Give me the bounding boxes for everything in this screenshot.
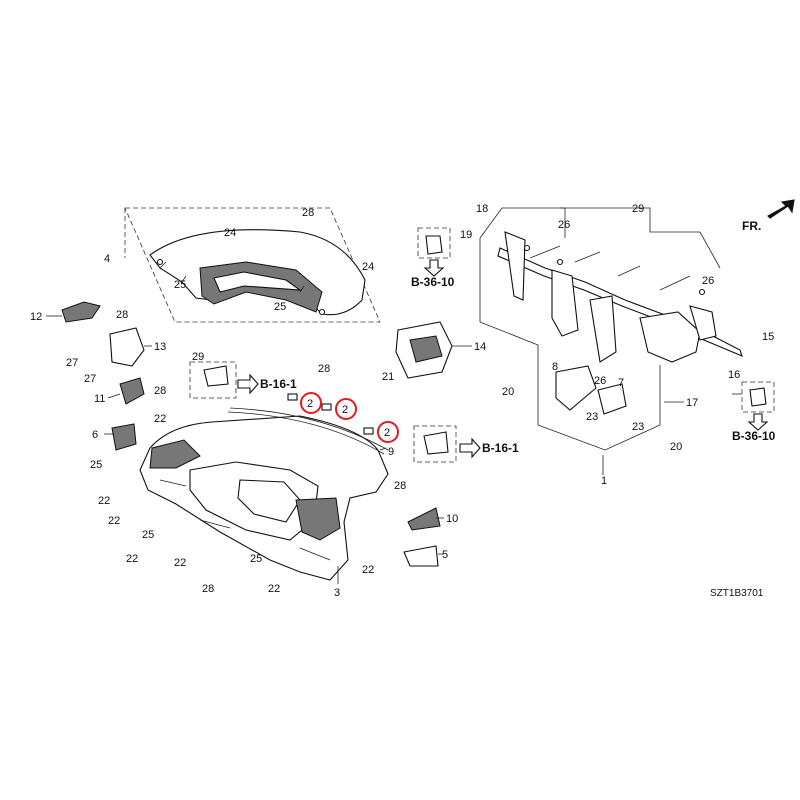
callout-19: 19 bbox=[460, 229, 472, 241]
callout-2: 2 bbox=[342, 404, 348, 416]
clip-2a bbox=[287, 393, 298, 401]
front-direction-label: FR. bbox=[742, 219, 761, 233]
leader-lines bbox=[46, 315, 742, 584]
callout-1: 1 bbox=[601, 475, 607, 487]
clip-2c bbox=[363, 427, 374, 435]
callout-22: 22 bbox=[108, 515, 120, 527]
part-5-cover bbox=[403, 545, 439, 567]
callout-25: 25 bbox=[274, 301, 286, 313]
highlight-circle bbox=[335, 398, 357, 420]
callout-23: 23 bbox=[586, 411, 598, 423]
arrow-down-icon bbox=[423, 259, 445, 277]
callout-29: 29 bbox=[632, 203, 644, 215]
callout-28: 28 bbox=[302, 207, 314, 219]
callout-22: 22 bbox=[362, 564, 374, 576]
ref-part-lower bbox=[423, 431, 449, 455]
callout-29: 29 bbox=[192, 351, 204, 363]
part-13-vent bbox=[109, 327, 145, 367]
part-6-vent bbox=[111, 423, 137, 451]
callout-22: 22 bbox=[154, 413, 166, 425]
callout-6: 6 bbox=[92, 429, 98, 441]
callout-26: 26 bbox=[558, 219, 570, 231]
callout-15: 15 bbox=[762, 331, 774, 343]
part-12-vent bbox=[61, 301, 101, 323]
ref-clip-right bbox=[749, 387, 767, 407]
callout-25: 25 bbox=[174, 279, 186, 291]
reference-label: B-36-10 bbox=[732, 429, 776, 443]
callout-3: 3 bbox=[334, 587, 340, 599]
highlight-circle bbox=[300, 392, 322, 414]
small-parts bbox=[61, 235, 767, 567]
ref-part-upper bbox=[203, 365, 229, 387]
callout-28: 28 bbox=[154, 385, 166, 397]
callout-8: 8 bbox=[552, 361, 558, 373]
callout-26: 26 bbox=[594, 375, 606, 387]
callout-17: 17 bbox=[686, 397, 698, 409]
callout-9: 9 bbox=[388, 446, 394, 458]
callout-28: 28 bbox=[202, 583, 214, 595]
callout-10: 10 bbox=[446, 513, 458, 525]
callout-28: 28 bbox=[318, 363, 330, 375]
instrument-panel bbox=[139, 407, 389, 581]
callout-27: 27 bbox=[84, 373, 96, 385]
callout-11: 11 bbox=[94, 393, 105, 405]
callout-22: 22 bbox=[126, 553, 138, 565]
callout-2: 2 bbox=[384, 427, 390, 439]
callout-20: 20 bbox=[670, 441, 682, 453]
callout-25: 25 bbox=[142, 529, 154, 541]
highlight-markers bbox=[300, 392, 399, 443]
arrow-right-icon bbox=[237, 373, 259, 395]
part-10-cover bbox=[407, 507, 441, 531]
callout-22: 22 bbox=[98, 495, 110, 507]
callout-14: 14 bbox=[474, 341, 486, 353]
callout-12: 12 bbox=[30, 311, 42, 323]
callout-23: 23 bbox=[632, 421, 644, 433]
callout-22: 22 bbox=[174, 557, 186, 569]
part-11-bracket bbox=[119, 377, 145, 405]
catalog-code: SZT1B3701 bbox=[710, 588, 764, 599]
clip-2b bbox=[321, 403, 332, 411]
callout-25: 25 bbox=[250, 553, 262, 565]
callout-22: 22 bbox=[268, 583, 280, 595]
callout-24: 24 bbox=[224, 227, 236, 239]
callout-16: 16 bbox=[728, 369, 740, 381]
callout-24: 24 bbox=[362, 261, 374, 273]
callout-5: 5 bbox=[442, 549, 448, 561]
callout-4: 4 bbox=[104, 253, 110, 265]
callout-27: 27 bbox=[66, 357, 78, 369]
arrow-right-icon bbox=[459, 437, 481, 459]
callout-28: 28 bbox=[394, 480, 406, 492]
highlight-circle bbox=[377, 421, 399, 443]
callout-18: 18 bbox=[476, 203, 488, 215]
part-8-bracket bbox=[555, 365, 597, 411]
callout-7: 7 bbox=[618, 377, 624, 389]
callout-21: 21 bbox=[382, 371, 394, 383]
callout-25: 25 bbox=[90, 459, 102, 471]
callout-13: 13 bbox=[154, 341, 166, 353]
reference-label: B-16-1 bbox=[482, 441, 519, 455]
ref-clip-left bbox=[425, 235, 443, 255]
front-direction-indicator bbox=[767, 199, 795, 219]
upper-pad-assembly bbox=[124, 207, 381, 323]
callout-2: 2 bbox=[307, 398, 313, 410]
labels: FR. SZT1B3701 B-16-1 B-16-1 B-36-10 B-36… bbox=[30, 203, 776, 599]
part-7-bracket bbox=[597, 383, 627, 415]
callout-26: 26 bbox=[702, 275, 714, 287]
reference-label: B-16-1 bbox=[260, 377, 297, 391]
callout-28: 28 bbox=[116, 309, 128, 321]
steering-hanger-frame bbox=[479, 207, 743, 451]
callout-20: 20 bbox=[502, 386, 514, 398]
arrow-down-icon bbox=[747, 413, 769, 431]
reference-label: B-36-10 bbox=[411, 275, 455, 289]
reference-boxes bbox=[189, 227, 775, 463]
